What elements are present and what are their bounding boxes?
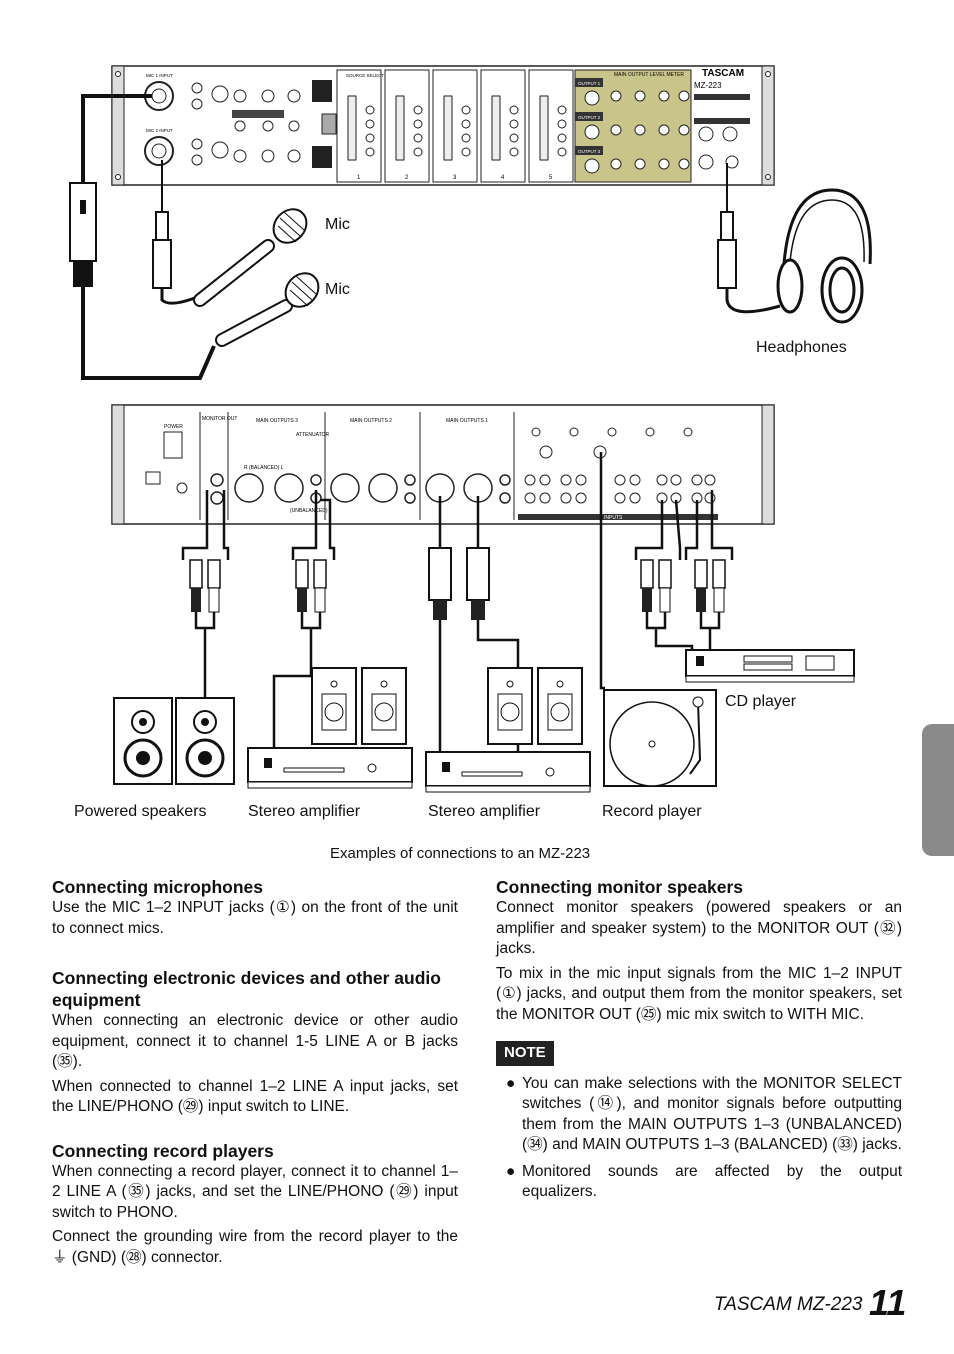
unbalanced-label: (UNBALANCED) — [290, 508, 328, 514]
rca-cables — [181, 452, 734, 690]
front-model: MZ-223 — [694, 81, 722, 90]
front-brand: TASCAM — [702, 68, 744, 79]
section-heading: Connecting electronic devices and other … — [52, 968, 441, 1010]
main-out-label: MAIN OUTPUTS 2 — [350, 418, 392, 424]
passive-speaker-icon — [311, 667, 583, 745]
source-select-label: SOURCE SELECT — [346, 73, 384, 78]
inputs-label: INPUTS — [604, 515, 623, 521]
section-heading: Connecting monitor speakers — [496, 877, 743, 897]
note-badge: NOTE — [496, 1041, 554, 1066]
attenuator-label: ATTENUATOR — [296, 432, 329, 438]
rca-plug — [189, 559, 726, 613]
main-out-label: MAIN OUTPUTS 3 — [256, 418, 298, 424]
output-label: OUTPUT 2 — [578, 115, 601, 120]
channel-number: 5 — [549, 175, 553, 181]
body-paragraph: Connect monitor speakers (powered speake… — [496, 899, 902, 957]
mic1-label: MIC 1 INPUT — [146, 73, 173, 78]
stereo-amplifier-icon — [247, 747, 591, 793]
xlr-plug — [428, 547, 490, 620]
note-bullet-text: Monitored sounds are affected by the out… — [522, 1162, 902, 1201]
mic-label: Mic — [325, 281, 350, 298]
powered-speaker-icon — [113, 697, 235, 785]
note-bullet-text: You can make selections with the MONITOR… — [522, 1074, 902, 1154]
balanced-label: R (BALANCED) L — [244, 465, 284, 471]
headphone-plug — [717, 163, 781, 314]
stereo-amplifier-label: Stereo amplifier — [248, 803, 361, 820]
body-paragraph: To mix in the mic input signals from the… — [496, 964, 902, 1023]
connection-diagram: TASCAM MZ-223 MAIN OUTPUT LEVEL METER 1 … — [69, 65, 872, 793]
body-paragraph: Use the MIC 1–2 INPUT jacks (①) on the f… — [52, 899, 458, 937]
main-out-label: MAIN OUTPUTS 1 — [446, 418, 488, 424]
note-bullet: ●Monitored sounds are affected by the ou… — [506, 1162, 902, 1201]
diagram-caption: Examples of connections to an MZ-223 — [330, 845, 591, 862]
body-paragraph: When connected to channel 1–2 LINE A inp… — [52, 1077, 458, 1116]
right-column: Connecting monitor speakers Connect moni… — [496, 876, 902, 1209]
section-heading: Connecting microphones — [52, 877, 263, 897]
cd-player-label: CD player — [725, 693, 797, 710]
section-heading: Connecting record players — [52, 1140, 274, 1161]
page-side-tab — [922, 724, 954, 856]
xlr-cable — [81, 94, 216, 380]
record-player-label: Record player — [602, 803, 702, 820]
channel-number: 4 — [501, 175, 505, 181]
mic2-label: MIC 2 INPUT — [146, 128, 173, 133]
record-player-icon — [603, 689, 717, 787]
output-label: OUTPUT 1 — [578, 81, 601, 86]
front-panel — [111, 65, 775, 186]
output-label: OUTPUT 3 — [578, 149, 601, 154]
headphones-label: Headphones — [756, 339, 847, 356]
channel-number: 1 — [357, 175, 361, 181]
cd-player-icon — [685, 649, 855, 683]
left-column: Connecting microphones Use the MIC 1–2 I… — [52, 876, 458, 1272]
page-number: 11 — [869, 1282, 907, 1323]
microphone-icon — [215, 272, 320, 347]
body-paragraph: Connect the grounding wire from the reco… — [52, 1228, 458, 1266]
xlr-plug — [69, 182, 97, 287]
meter-title: MAIN OUTPUT LEVEL METER — [614, 72, 684, 78]
stereo-amplifier-label: Stereo amplifier — [428, 803, 541, 820]
headphones-icon — [776, 188, 872, 324]
body-paragraph: When connecting a record player, connect… — [52, 1162, 458, 1221]
body-paragraph: When connecting an electronic device or … — [52, 1012, 458, 1070]
microphone-icon — [193, 208, 308, 307]
powered-speakers-label: Powered speakers — [74, 803, 207, 820]
rear-panel — [111, 404, 775, 525]
monitor-out-label: MONITOR OUT — [202, 416, 237, 422]
power-label: POWER — [164, 424, 183, 430]
footer-brand: TASCAM MZ-223 — [714, 1294, 863, 1315]
channel-number: 3 — [453, 175, 457, 181]
channel-number: 2 — [405, 175, 409, 181]
note-bullet: ●You can make selections with the MONITO… — [506, 1074, 902, 1154]
mic-label: Mic — [325, 216, 350, 233]
